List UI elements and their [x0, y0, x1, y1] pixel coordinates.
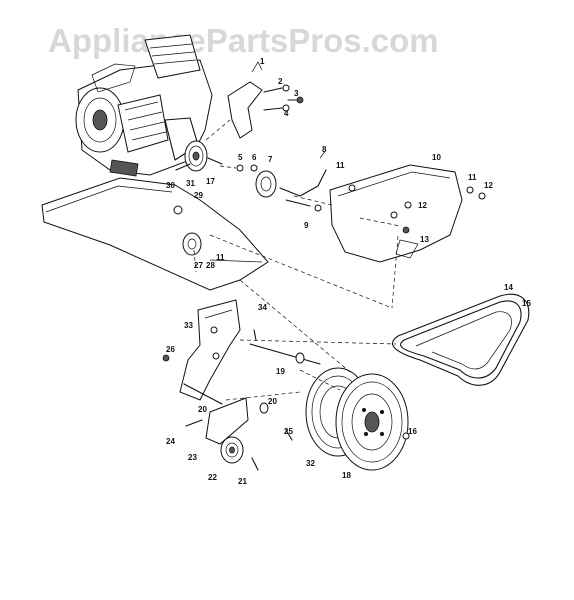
callout-13: 13	[420, 235, 429, 244]
callout-10: 10	[432, 153, 441, 162]
callout-20-b: 20	[268, 397, 277, 406]
callout-24: 24	[166, 437, 175, 446]
callout-7: 7	[268, 155, 273, 164]
callout-11-c: 11	[216, 253, 225, 262]
callout-1: 1	[260, 57, 265, 66]
callout-11-a: 11	[336, 161, 345, 170]
callout-15: 15	[522, 299, 531, 308]
engine-bracket	[227, 61, 304, 139]
tine-shield	[41, 177, 269, 291]
callout-26: 26	[166, 345, 175, 354]
callout-2: 2	[278, 77, 283, 86]
belt-cover	[329, 164, 463, 263]
watermark-text: AppliancePartsPros.com	[48, 22, 439, 59]
callout-5: 5	[238, 153, 243, 162]
callout-12-a: 12	[484, 181, 493, 190]
cover-hardware	[348, 184, 486, 200]
callout-23: 23	[188, 453, 197, 462]
callout-16: 16	[408, 427, 417, 436]
callout-11-b: 11	[468, 173, 477, 182]
callout-28: 28	[206, 261, 215, 270]
idler-pulley-group	[236, 149, 327, 212]
engine-pulley	[175, 140, 223, 172]
callout-19: 19	[276, 367, 285, 376]
callout-21: 21	[238, 477, 247, 486]
transmission-pulleys	[305, 367, 410, 471]
callout-25: 25	[284, 427, 293, 436]
drive-belts	[392, 293, 530, 386]
callout-33: 33	[184, 321, 193, 330]
callout-9: 9	[304, 221, 309, 230]
engine-assembly	[75, 34, 213, 177]
callout-20-a: 20	[198, 405, 207, 414]
callout-4: 4	[284, 109, 289, 118]
callout-22: 22	[208, 473, 217, 482]
callout-12-b: 12	[418, 201, 427, 210]
callout-29: 29	[194, 191, 203, 200]
lower-idler-group	[183, 383, 293, 471]
callout-27: 27	[194, 261, 203, 270]
callout-17: 17	[206, 177, 215, 186]
assembly-lines	[193, 119, 401, 401]
callout-labels: 1 2 3 4 5 6 7 8 9 10 11 11 11 12 12 13 1…	[166, 57, 531, 486]
callout-14: 14	[504, 283, 513, 292]
callout-31: 31	[186, 179, 195, 188]
callout-6: 6	[252, 153, 257, 162]
callout-8: 8	[322, 145, 327, 154]
callout-30: 30	[166, 181, 175, 190]
transmission-bracket	[162, 299, 321, 401]
callout-34: 34	[258, 303, 267, 312]
callout-3: 3	[294, 89, 299, 98]
callout-18: 18	[342, 471, 351, 480]
callout-32: 32	[306, 459, 315, 468]
